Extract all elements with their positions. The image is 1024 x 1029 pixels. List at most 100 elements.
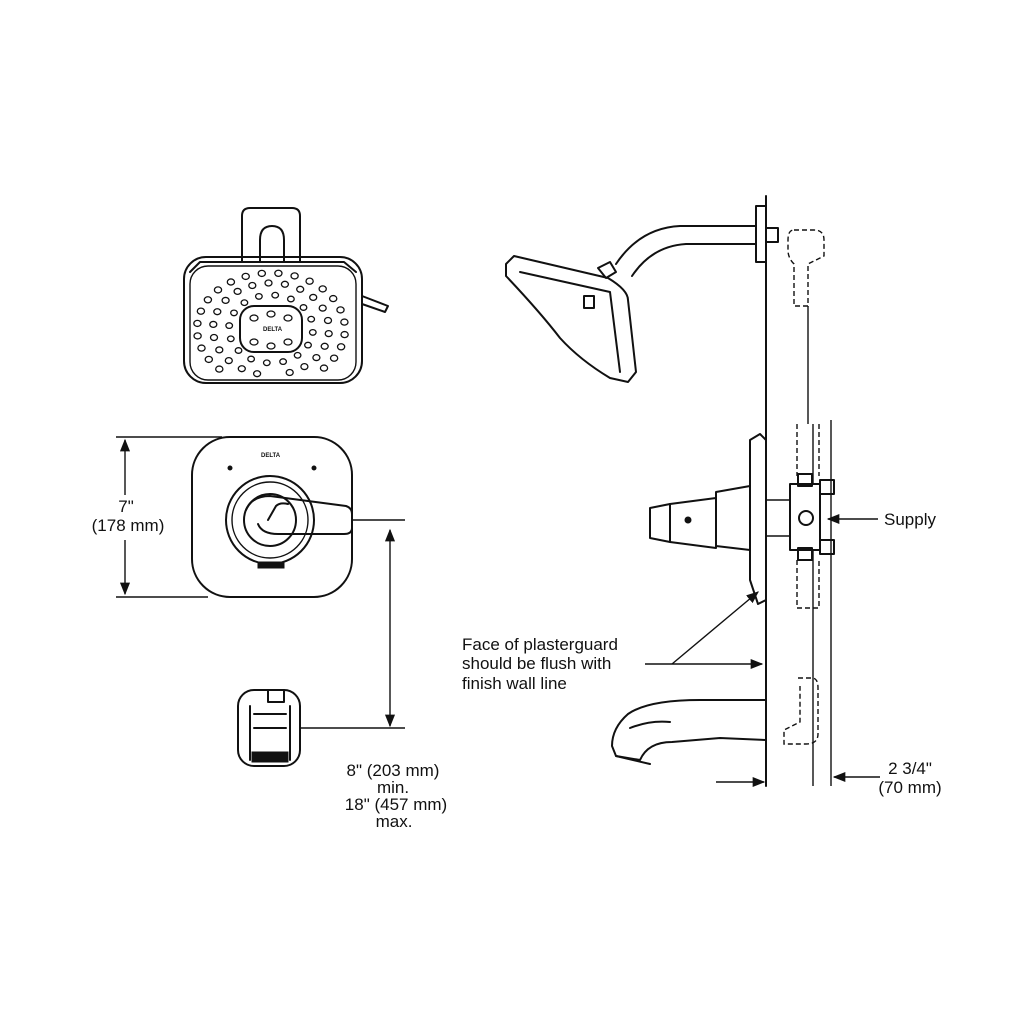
spout-distance-min-label: 8" (203 mm) xyxy=(347,761,440,780)
spray-nozzle xyxy=(213,286,223,294)
center-spray-nozzle xyxy=(266,342,276,350)
plasterguard-note-line1: Face of plasterguard xyxy=(462,635,618,654)
tub-spout-side-profile xyxy=(611,699,767,761)
spray-nozzle xyxy=(230,309,238,317)
spray-nozzle xyxy=(304,341,312,349)
spray-nozzle xyxy=(247,355,256,363)
shower-riser-pipe xyxy=(787,229,825,307)
spray-nozzle xyxy=(318,304,327,312)
spray-nozzle xyxy=(299,304,308,311)
spout-min-word: min. xyxy=(377,778,409,797)
spray-nozzle xyxy=(318,285,327,293)
spray-nozzle xyxy=(221,296,230,305)
spray-nozzle xyxy=(209,320,218,329)
spout-distance-dimension: 8" (203 mm) min. 18" (457 mm) max. xyxy=(300,519,447,831)
spray-nozzle xyxy=(213,308,222,316)
spray-nozzle xyxy=(233,287,242,296)
spray-nozzle xyxy=(193,319,202,328)
depth-in-label: 2 3/4" xyxy=(888,759,932,778)
spray-nozzle xyxy=(274,269,283,278)
spray-nozzle xyxy=(203,296,213,304)
shower-arm xyxy=(615,225,757,265)
center-spray-nozzle xyxy=(249,314,259,322)
valve-trim-front-view: DELTA xyxy=(191,436,353,598)
valve-lever-handle xyxy=(245,495,353,535)
spray-nozzle xyxy=(226,335,235,343)
valve-handle-side xyxy=(669,497,717,549)
spray-nozzle xyxy=(290,272,299,280)
shower-arm-flange xyxy=(755,205,767,263)
valve-height-dimension: 7" (178 mm) xyxy=(92,436,222,598)
spray-nozzle xyxy=(328,294,338,303)
supply-label: Supply xyxy=(884,510,936,529)
spray-nozzle xyxy=(209,333,219,342)
spout-supply-pipe xyxy=(783,677,819,745)
spray-nozzle xyxy=(312,353,321,362)
spray-nozzle xyxy=(224,356,233,365)
valve-body xyxy=(789,473,835,561)
spray-nozzle xyxy=(319,364,329,372)
spray-nozzle xyxy=(237,365,246,373)
valve-handle-escutcheon xyxy=(225,475,315,565)
plasterguard-note-line2: should be flush with xyxy=(462,654,611,673)
valve-escutcheon-side xyxy=(749,433,767,605)
showerhead-side-profile xyxy=(505,255,637,383)
plasterguard-note-line3: finish wall line xyxy=(462,674,567,693)
spray-nozzle xyxy=(340,330,349,339)
spray-nozzle xyxy=(324,329,333,338)
spray-nozzle xyxy=(252,370,262,378)
shower-arm-mount xyxy=(241,207,301,263)
valve-height-in-label: 7" xyxy=(118,497,134,516)
spray-nozzle xyxy=(241,272,250,281)
spray-nozzle xyxy=(296,285,305,293)
showerhead-body xyxy=(183,256,363,384)
spray-nozzle xyxy=(226,278,236,286)
spray-nozzle xyxy=(215,346,224,354)
valve-trim-plate xyxy=(191,436,353,598)
spray-nozzle xyxy=(323,316,333,325)
spray-nozzle xyxy=(329,354,339,362)
showerhead-center-panel xyxy=(239,305,303,353)
spray-nozzle xyxy=(240,299,249,307)
spray-nozzle xyxy=(309,293,318,302)
spray-nozzle xyxy=(271,291,280,299)
spray-nozzle xyxy=(204,355,214,364)
center-spray-nozzle xyxy=(283,338,293,346)
spray-nozzle xyxy=(320,342,329,350)
spray-nozzle xyxy=(307,315,316,323)
spray-nozzle xyxy=(264,279,273,287)
spray-nozzle xyxy=(336,306,345,314)
spray-nozzle xyxy=(280,280,290,288)
spray-nozzle xyxy=(196,307,206,315)
valve-height-mm-label: (178 mm) xyxy=(92,516,165,535)
center-spray-nozzle xyxy=(249,338,259,346)
center-spray-nozzle xyxy=(266,310,276,318)
spray-nozzle xyxy=(308,328,317,336)
spray-nozzle xyxy=(336,343,346,351)
spray-nozzle xyxy=(340,318,349,326)
spray-nozzle xyxy=(197,344,206,352)
spray-nozzle xyxy=(193,332,202,340)
spray-nozzle xyxy=(225,322,234,330)
spray-nozzle xyxy=(305,277,314,285)
showerhead-brand-text: DELTA xyxy=(263,327,283,333)
spray-nozzle xyxy=(254,292,263,300)
spout-max-word: max. xyxy=(376,812,413,831)
spray-nozzle xyxy=(279,358,288,366)
valve-brand-text: DELTA xyxy=(261,453,281,459)
side-view: Supply Face of plasterguard should be fl… xyxy=(462,195,942,797)
spray-nozzle xyxy=(215,365,224,373)
depth-mm-label: (70 mm) xyxy=(878,778,941,797)
spray-nozzles xyxy=(193,269,349,378)
showerhead-front-view: DELTA xyxy=(183,207,389,384)
spray-nozzle xyxy=(262,359,271,367)
spray-nozzle xyxy=(286,295,295,303)
spray-nozzle xyxy=(293,351,302,359)
spout-distance-max-label: 18" (457 mm) xyxy=(345,795,447,814)
plasterguard-arrow-guard xyxy=(671,591,759,665)
spray-nozzle xyxy=(234,347,243,354)
spray-selector-lever xyxy=(361,295,389,313)
spray-nozzle xyxy=(300,362,309,371)
